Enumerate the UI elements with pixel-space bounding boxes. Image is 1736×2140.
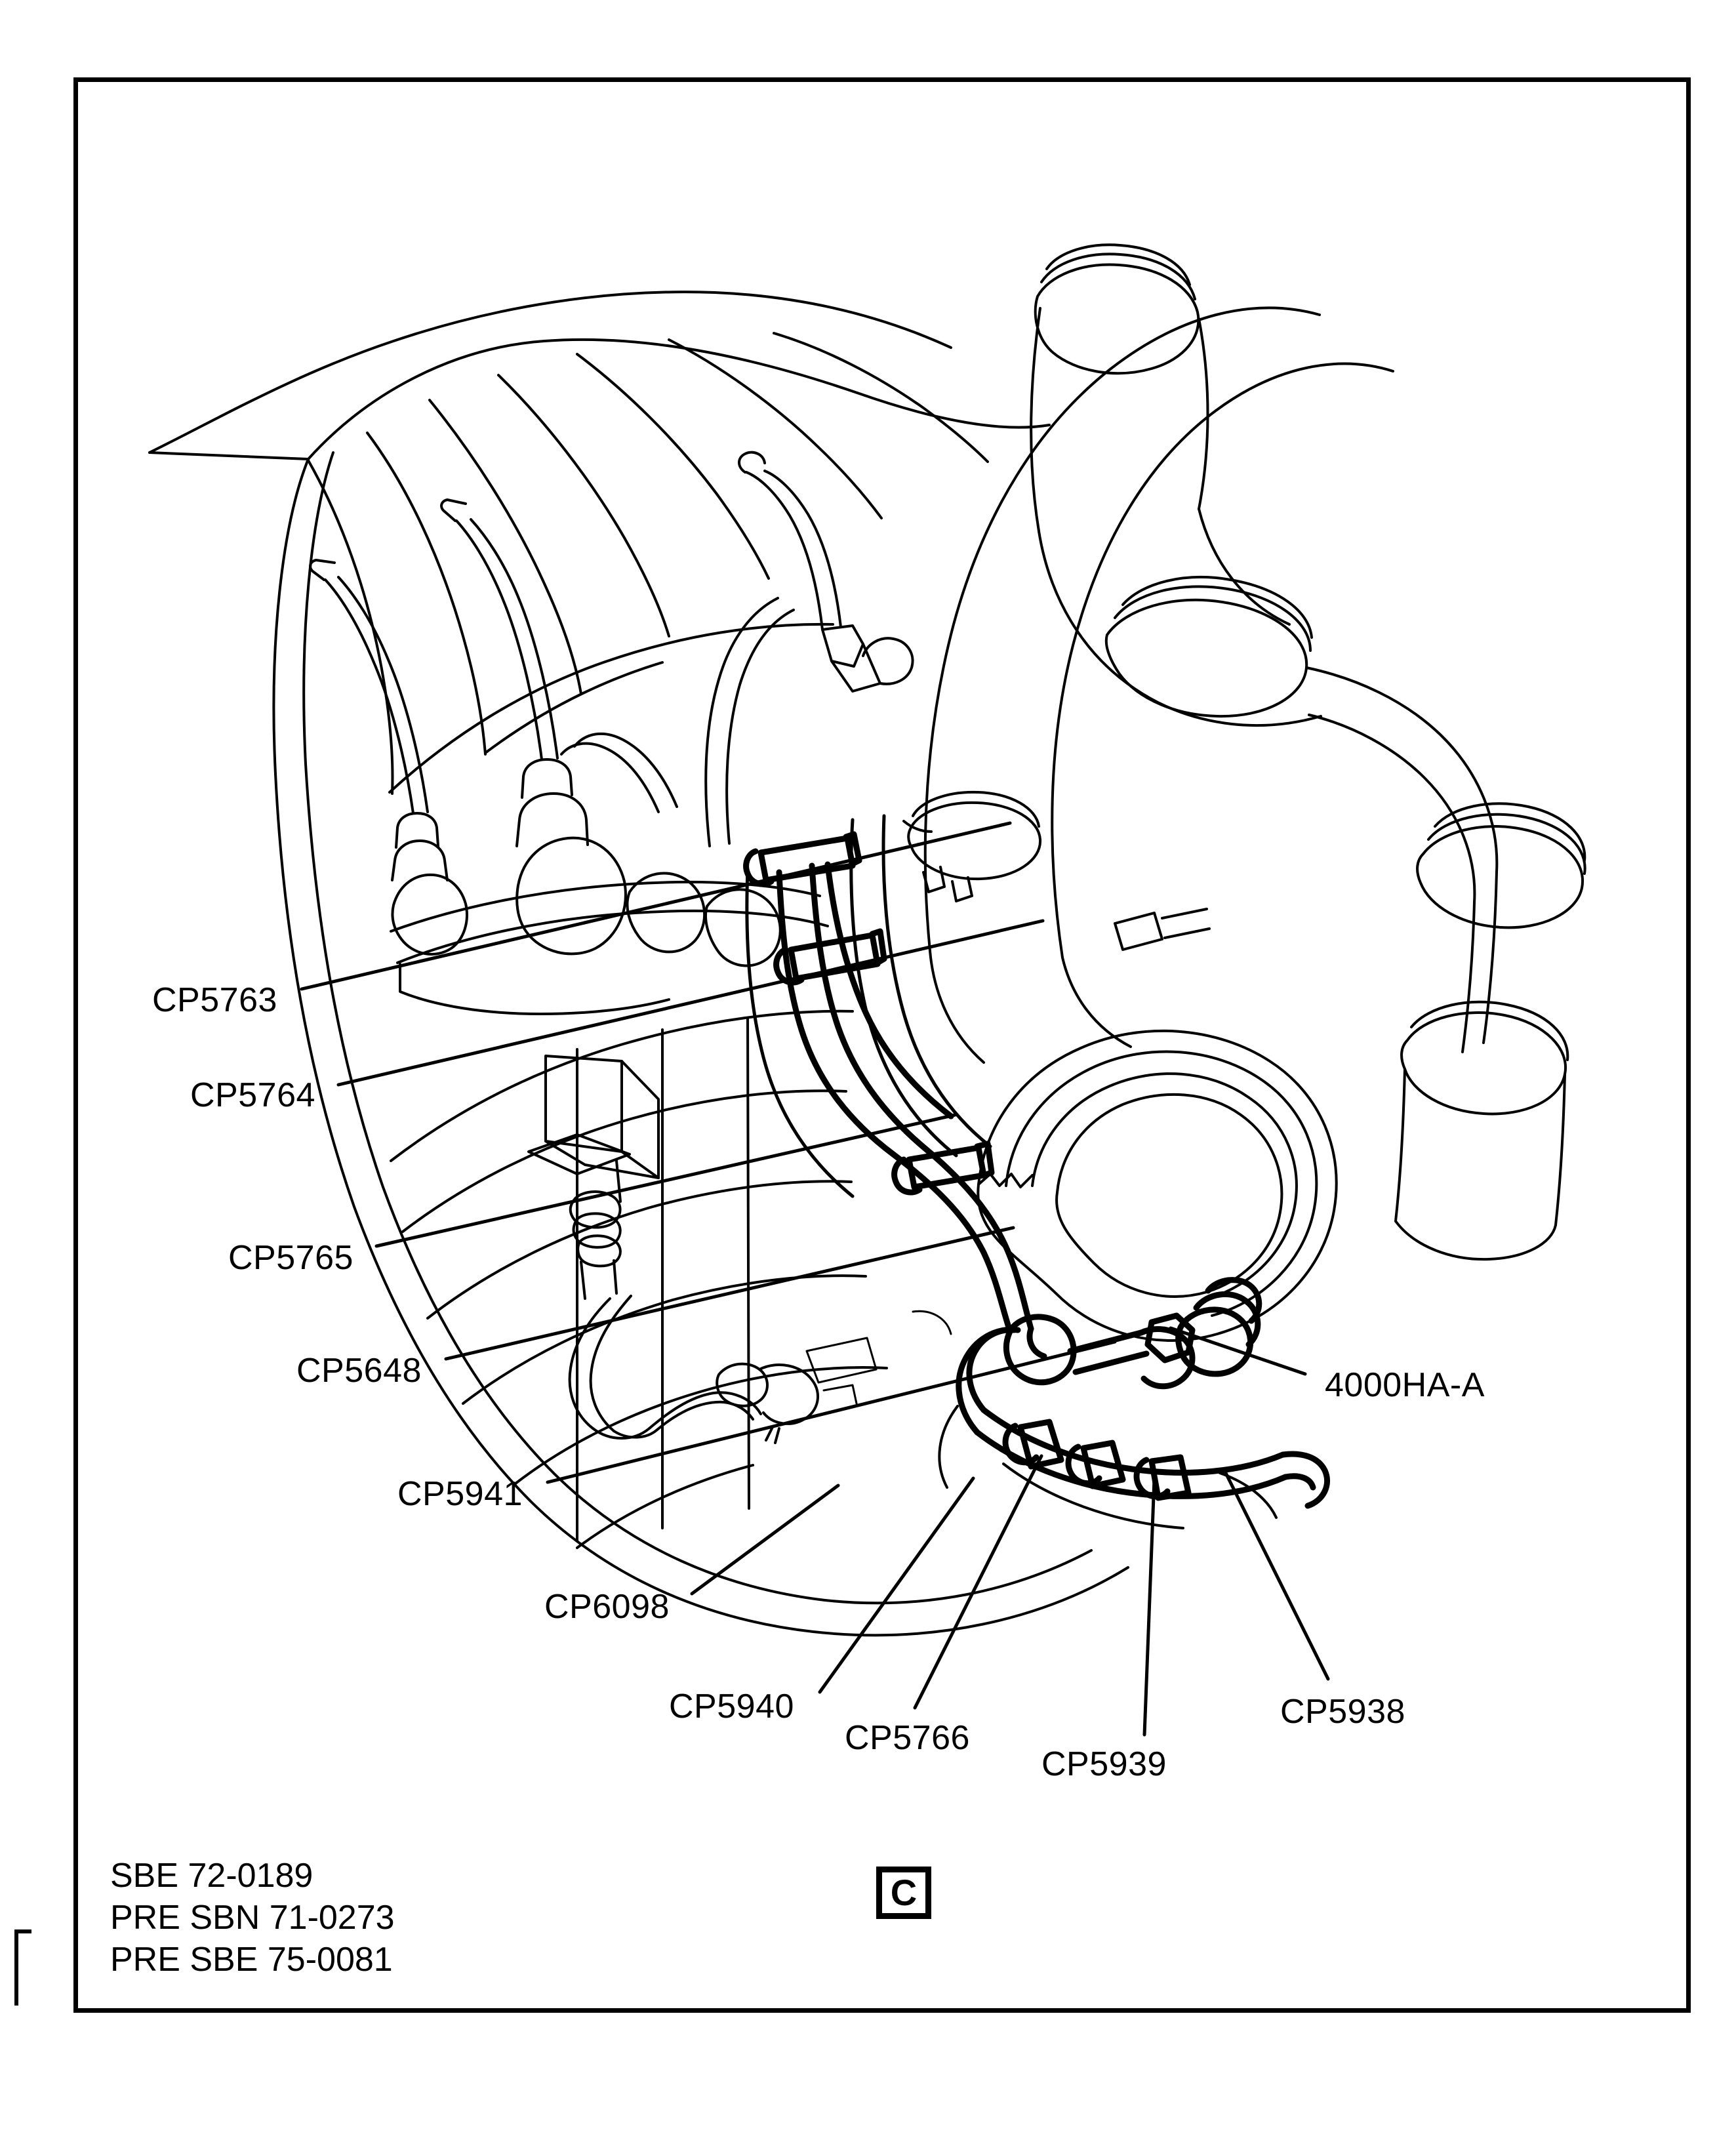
leader-line-cp5940: [818, 1476, 975, 1694]
callout-label-cp5766: CP5766: [845, 1719, 970, 1757]
revision-line-1: SBE 72-0189: [110, 1857, 313, 1895]
callout-label-cp5938: CP5938: [1280, 1693, 1405, 1731]
leader-line-cp5766: [913, 1454, 1043, 1710]
leader-line-cp5648: [444, 1226, 1015, 1361]
drawing-code-bracket: [14, 1929, 31, 2006]
callout-label-cp5765: CP5765: [228, 1239, 353, 1277]
leader-line-cp5763: [300, 821, 1012, 991]
callout-label-cp5764: CP5764: [190, 1076, 315, 1114]
callout-label-cp6098: CP6098: [544, 1588, 670, 1626]
leader-line-cp5764: [336, 919, 1045, 1087]
leader-line-cp5941: [546, 1340, 1117, 1484]
leader-line-cp6098: [690, 1484, 840, 1596]
callout-label-cp5763: CP5763: [152, 981, 277, 1019]
leader-line-cp5765: [374, 1113, 957, 1248]
callout-label-cp5939: CP5939: [1041, 1745, 1167, 1783]
leader-line-4000ha-a: [1169, 1326, 1307, 1376]
leader-line-cp5939: [1142, 1477, 1156, 1737]
callout-label-cp5941: CP5941: [397, 1475, 523, 1513]
revision-line-2: PRE SBN 71-0273: [110, 1899, 395, 1937]
callout-label-cp5648: CP5648: [296, 1352, 422, 1390]
revision-line-3: PRE SBE 75-0081: [110, 1941, 393, 1979]
leader-line-cp5938: [1222, 1467, 1330, 1681]
zone-marker-box: C: [876, 1867, 931, 1919]
revision-block: SBE 72-0189 PRE SBN 71-0273 PRE SBE 75-0…: [110, 1855, 395, 1981]
callout-label-cp5940: CP5940: [669, 1687, 794, 1726]
callout-label-4000ha-a: 4000HA-A: [1325, 1366, 1485, 1404]
